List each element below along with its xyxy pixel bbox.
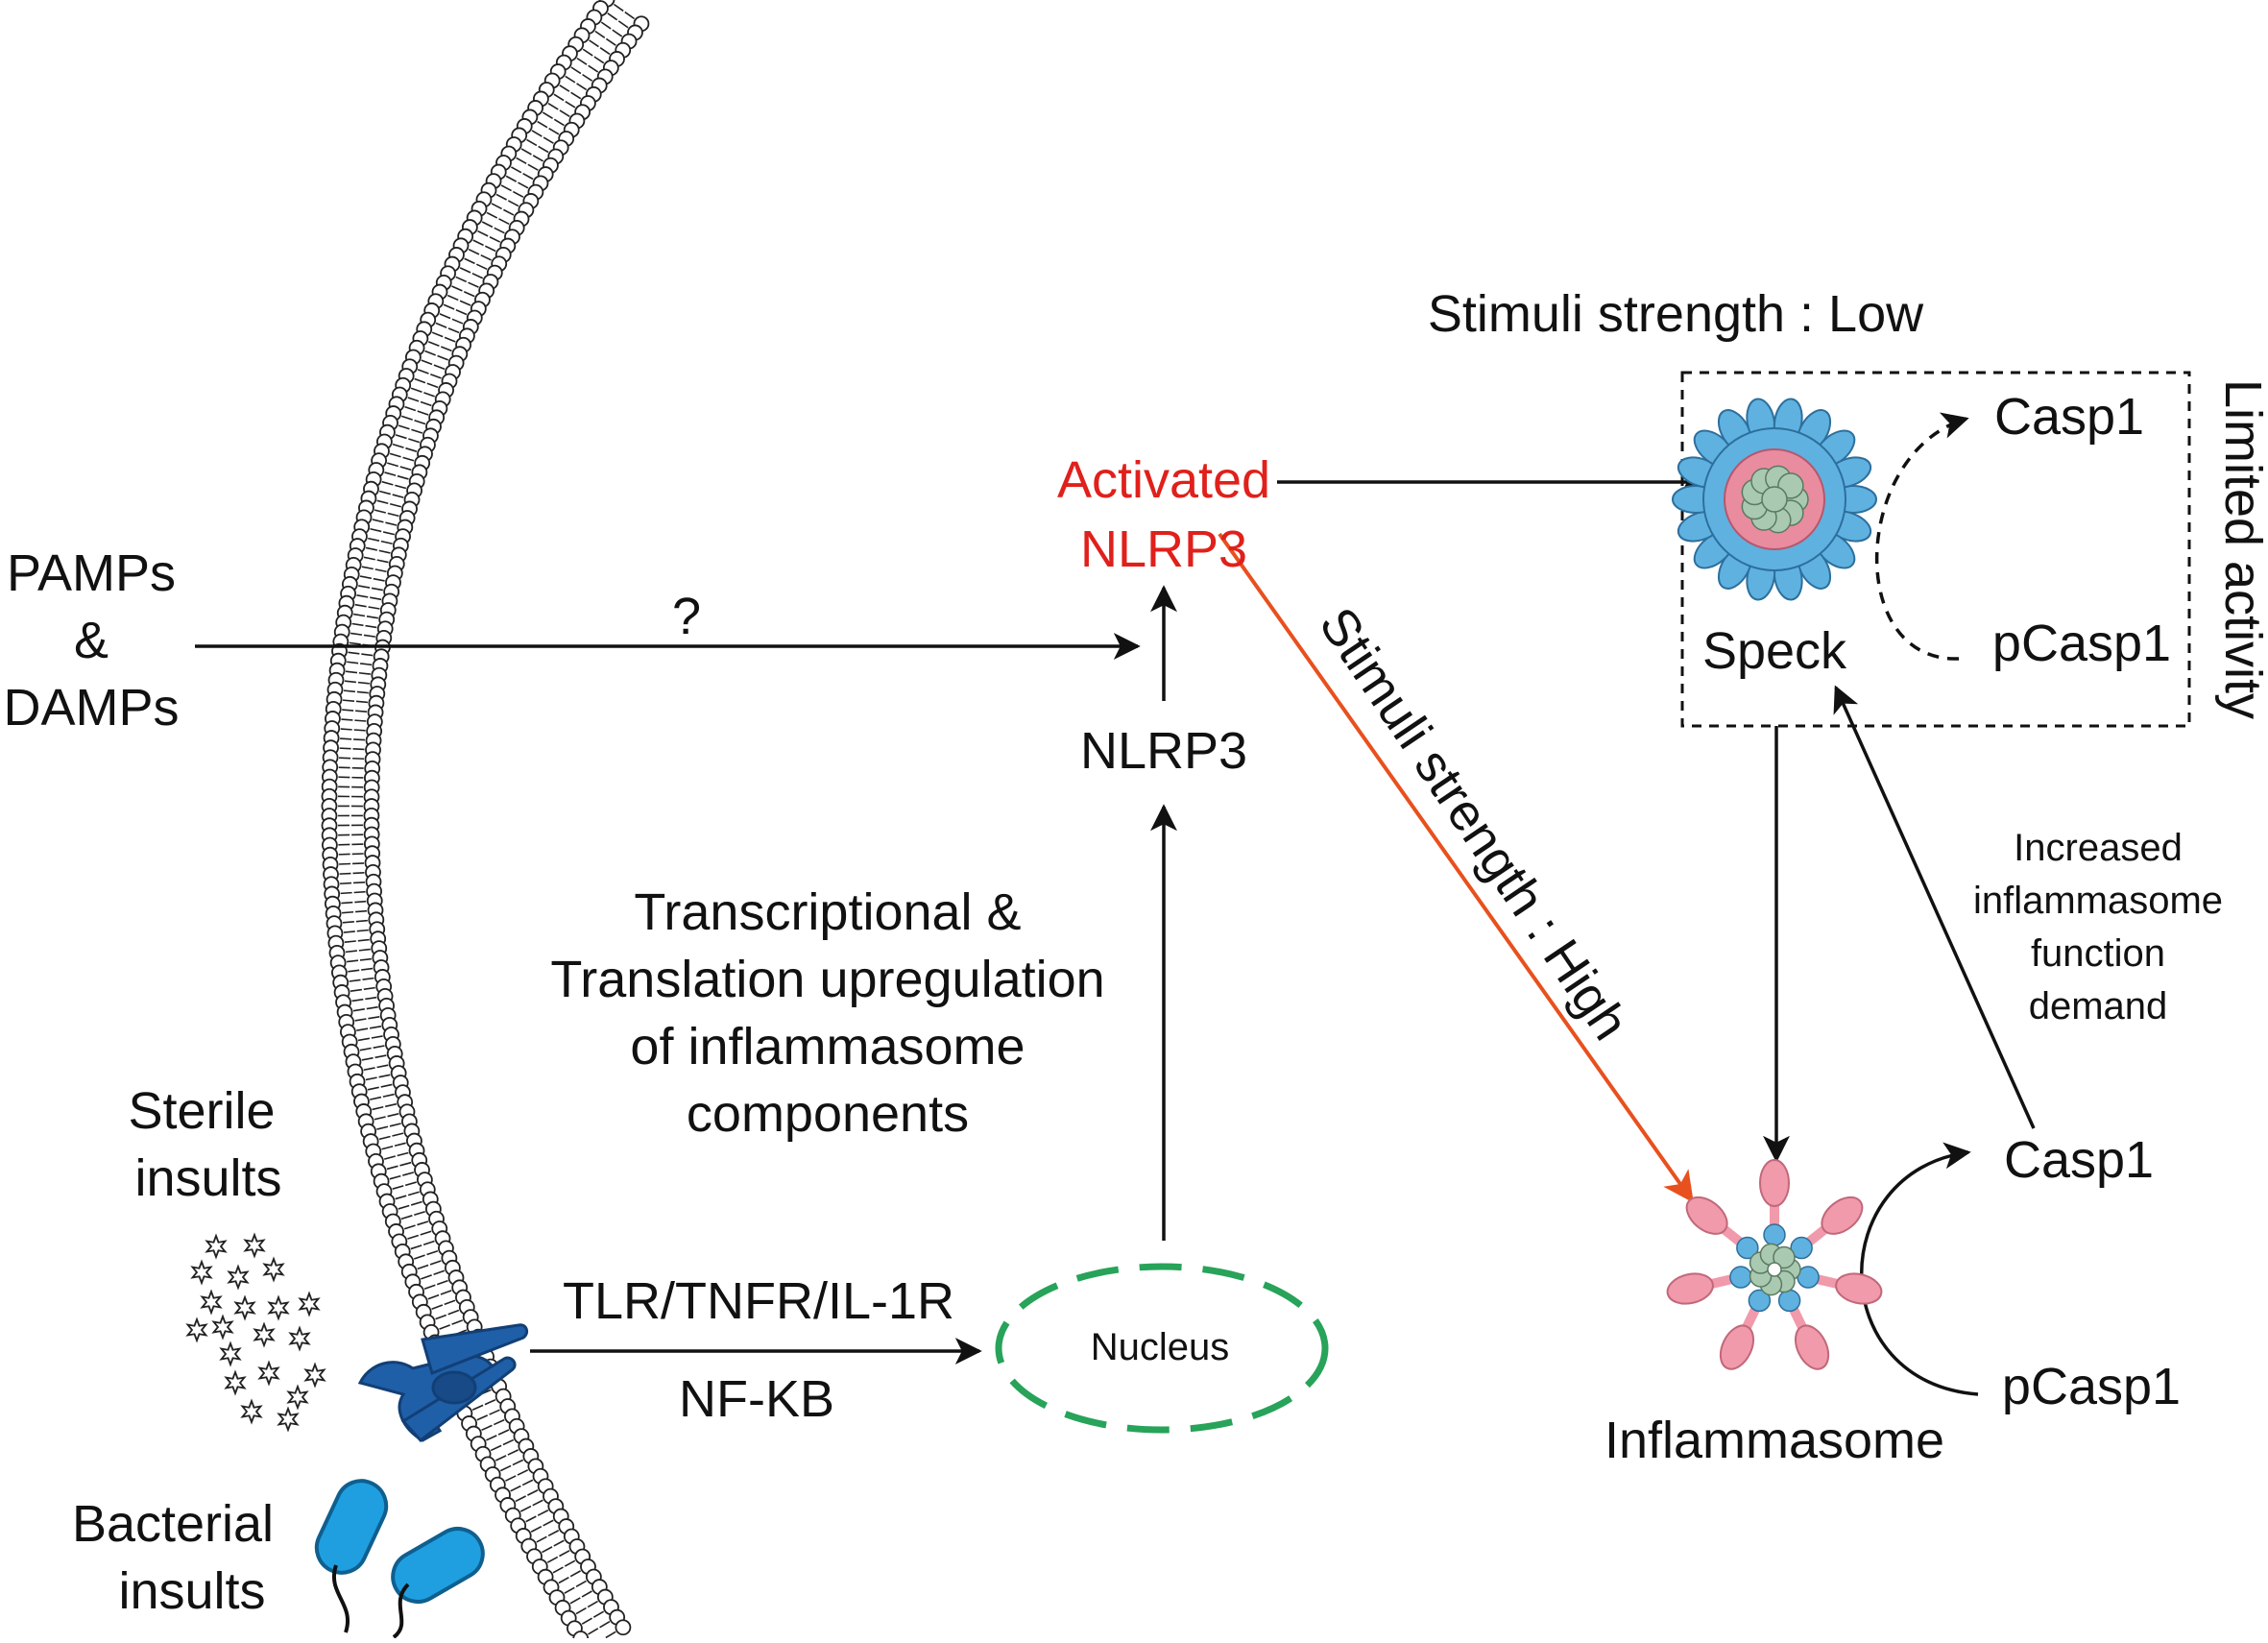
pamps-label: PAMPs xyxy=(7,544,176,602)
damps-label: DAMPs xyxy=(3,679,179,737)
question-mark: ? xyxy=(672,588,701,645)
pcasp1-bottom-label: pCasp1 xyxy=(2002,1358,2181,1415)
pamps-ampersand: & xyxy=(74,612,109,669)
activated-nlrp3-label-1: Activated xyxy=(1057,451,1270,509)
activated-nlrp3-label-2: NLRP3 xyxy=(1080,520,1247,578)
stimuli-high-label: Stimuli strength : High xyxy=(1308,597,1639,1050)
increased-label-4: demand xyxy=(2029,985,2168,1027)
transcription-label-3: of inflammasome xyxy=(630,1018,1025,1075)
inflammasome-cycle-arrow xyxy=(1862,1152,1978,1394)
sterile-label-2: insults xyxy=(134,1149,281,1207)
transcription-label-1: Transcriptional & xyxy=(634,883,1021,941)
cell-membrane xyxy=(322,0,648,1638)
bacteria-icon xyxy=(308,1473,492,1637)
increased-label-2: inflammasome xyxy=(1973,880,2223,922)
nucleus-label: Nucleus xyxy=(1091,1326,1230,1368)
inflammasome-label: Inflammasome xyxy=(1604,1412,1944,1469)
inflammasome-icon xyxy=(1665,1160,1885,1374)
pcasp1-top-label: pCasp1 xyxy=(1992,615,2171,672)
nfkb-label: NF-KB xyxy=(679,1370,834,1428)
bacterial-label-2: insults xyxy=(118,1562,265,1620)
bacterial-label-1: Bacterial xyxy=(72,1495,274,1553)
transcription-label-2: Translation upregulation xyxy=(550,951,1104,1008)
speck-cycle-arrow xyxy=(1877,419,1966,659)
casp1-bottom-label: Casp1 xyxy=(2004,1131,2154,1189)
sterile-insult-particles xyxy=(188,1235,325,1430)
increased-label-3: function xyxy=(2031,932,2165,975)
high-stimuli-arrow xyxy=(1219,534,1692,1200)
increased-label-1: Increased xyxy=(2014,827,2183,869)
transcription-label-4: components xyxy=(687,1085,969,1143)
nlrp3-label: NLRP3 xyxy=(1080,722,1247,780)
receptors-label: TLR/TNFR/IL-1R xyxy=(563,1272,954,1330)
speck-icon xyxy=(1673,397,1876,602)
limited-activity-label: Limited activity xyxy=(2214,379,2268,719)
stimuli-low-label: Stimuli strength : Low xyxy=(1428,285,1924,343)
casp1-top-label: Casp1 xyxy=(1994,388,2144,446)
speck-label: Speck xyxy=(1702,622,1847,680)
sterile-label-1: Sterile xyxy=(128,1082,275,1140)
